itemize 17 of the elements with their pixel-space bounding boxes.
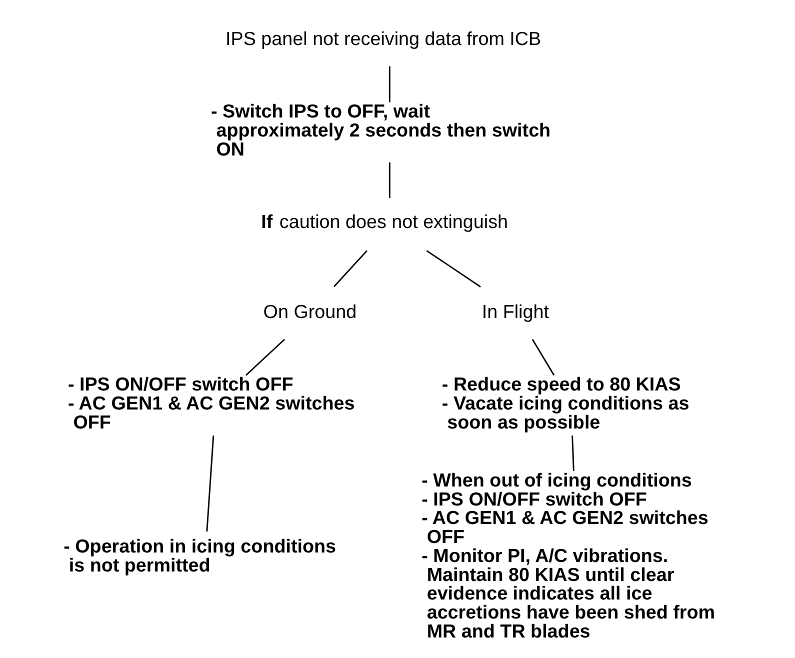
connector bbox=[531, 338, 554, 376]
node-text: In Flight bbox=[481, 300, 548, 322]
node-text: IPS panel not receiving data from ICB bbox=[225, 28, 541, 49]
connector bbox=[245, 338, 285, 376]
connector bbox=[426, 250, 480, 288]
node-text: - IPS ON/OFF switch OFF - AC GEN1 & AC GEN2 switches OFF bbox=[67, 374, 354, 432]
node-text: If caution does not extinguish bbox=[260, 210, 508, 232]
node-text: - Switch IPS to OFF, wait approximately 2 seconds then switch ON bbox=[210, 100, 550, 160]
node-text: - Operation in icing conditions is not permitted bbox=[63, 536, 336, 576]
connector bbox=[206, 436, 214, 532]
connector bbox=[333, 250, 367, 288]
node-text: - Reduce speed to 80 KIAS - Vacate icing conditions as soon as possible bbox=[441, 374, 689, 432]
connector bbox=[388, 66, 390, 102]
node-text: On Ground bbox=[262, 300, 356, 322]
connector bbox=[571, 436, 574, 471]
connector bbox=[388, 162, 390, 198]
node-text: - When out of icing conditions - IPS ON/OFF switch OFF - AC GEN1 & AC GEN2 switches OFF - Monitor PI, A/C vibrations. Maintain 80 KIAS until clear evidence indicates all ice accretions have been shed from MR and TR blades bbox=[421, 469, 715, 642]
